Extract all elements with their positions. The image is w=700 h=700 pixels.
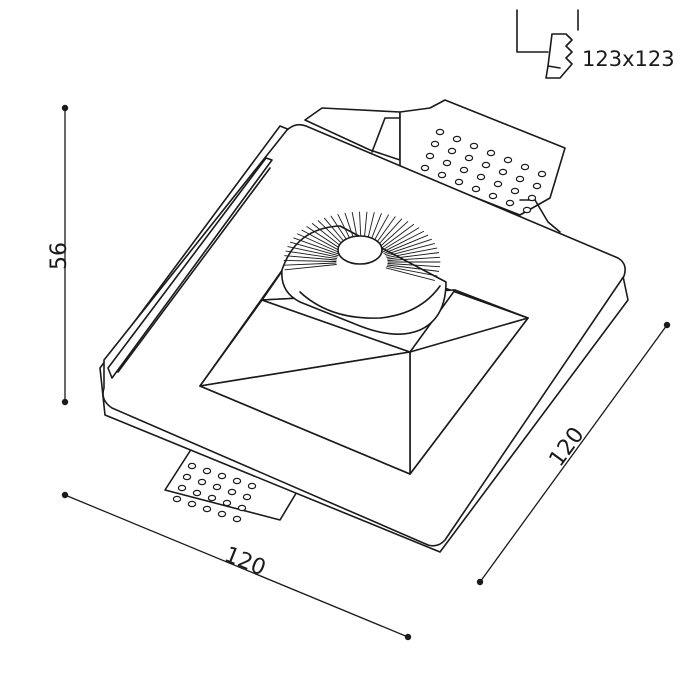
- heatsink-fin: [283, 262, 337, 266]
- mounting-hole: [222, 499, 232, 507]
- heatsink-fin: [386, 266, 438, 277]
- mounting-hole: [232, 515, 242, 523]
- mounting-hole: [207, 494, 217, 502]
- mounting-hole: [420, 164, 430, 172]
- mounting-hole: [515, 175, 525, 183]
- mounting-hole: [202, 505, 212, 513]
- mounting-hole: [187, 500, 197, 508]
- mounting-hole: [454, 178, 464, 186]
- mounting-hole: [469, 142, 479, 150]
- heatsink-fin: [386, 247, 438, 258]
- mounting-hole: [182, 473, 192, 481]
- mounting-hole: [471, 185, 481, 193]
- heatsink-fin: [383, 234, 429, 254]
- mounting-hole: [476, 173, 486, 181]
- mounting-hole: [488, 192, 498, 200]
- mounting-hole: [447, 147, 457, 155]
- cutout-size-label: 123x123: [582, 47, 675, 71]
- width-dimension-label: 120: [221, 542, 269, 581]
- heatsink-fin: [380, 227, 420, 252]
- mounting-hole: [435, 128, 445, 136]
- heatsink-fin: [385, 243, 435, 257]
- mounting-hole: [237, 504, 247, 512]
- mounting-hole: [430, 140, 440, 148]
- mounting-hole: [177, 484, 187, 492]
- mounting-hole: [527, 194, 537, 202]
- heatsink-fin: [382, 230, 425, 253]
- heatsink-fin: [387, 252, 440, 260]
- dimension-endpoints: [61, 104, 671, 641]
- mounting-hole: [227, 488, 237, 496]
- mounting-hole: [217, 510, 227, 518]
- heatsink-fin: [283, 259, 337, 262]
- heatsink-fin: [285, 250, 338, 259]
- square-recess: [199, 237, 529, 475]
- cutout-saw-icon: [516, 9, 579, 79]
- height-dimension-label: 56: [47, 242, 72, 270]
- mounting-hole: [242, 493, 252, 501]
- heatsink-fin: [289, 241, 339, 257]
- heatsink-fin: [378, 224, 415, 251]
- mounting-hole: [442, 159, 452, 167]
- heatsink-fin: [297, 233, 341, 254]
- mounting-hole: [202, 467, 212, 475]
- width-dimension-line: [64, 494, 409, 638]
- mounting-hole: [464, 154, 474, 162]
- heatsink-fin: [284, 255, 337, 261]
- mounting-hole: [510, 187, 520, 195]
- heatsink-fin: [293, 237, 340, 255]
- mounting-hole: [520, 163, 530, 171]
- dimension-lines: [64, 107, 668, 638]
- mounting-hole: [187, 462, 197, 470]
- heatsink-fin: [376, 221, 409, 250]
- mounting-hole: [247, 482, 257, 490]
- mounting-hole: [486, 149, 496, 157]
- mounting-hole: [532, 182, 542, 190]
- mounting-hole: [192, 489, 202, 497]
- mounting-hole: [459, 166, 469, 174]
- heatsink-fin: [387, 264, 440, 272]
- mounting-hole: [452, 135, 462, 143]
- heatsink-fin: [284, 264, 337, 271]
- heatsink-fin: [385, 267, 435, 281]
- mounting-hole: [537, 170, 547, 178]
- heatsink-fin: [306, 226, 345, 252]
- heatsink-fin: [387, 263, 441, 268]
- depth-dimension-line: [479, 324, 668, 583]
- mounting-hole: [503, 156, 513, 164]
- mounting-hole: [481, 161, 491, 169]
- mounting-hole: [212, 483, 222, 491]
- mounting-hole: [505, 199, 515, 207]
- lamp-heatsink: [281, 211, 447, 335]
- mounting-hole: [522, 206, 532, 214]
- mounting-hole: [437, 171, 447, 179]
- mounting-hole: [172, 495, 182, 503]
- front-clip-holes: [172, 462, 257, 523]
- mounting-hole: [217, 472, 227, 480]
- heatsink-fin: [301, 229, 343, 253]
- heatsink-fin: [287, 246, 338, 258]
- mounting-hole: [425, 152, 435, 160]
- mounting-hole: [197, 478, 207, 486]
- heatsink-fin: [387, 256, 441, 261]
- heatsink-fin: [384, 238, 432, 256]
- mounting-hole: [498, 168, 508, 176]
- depth-dimension-label: 120: [545, 423, 590, 472]
- mounting-hole: [232, 477, 242, 485]
- mounting-hole: [493, 180, 503, 188]
